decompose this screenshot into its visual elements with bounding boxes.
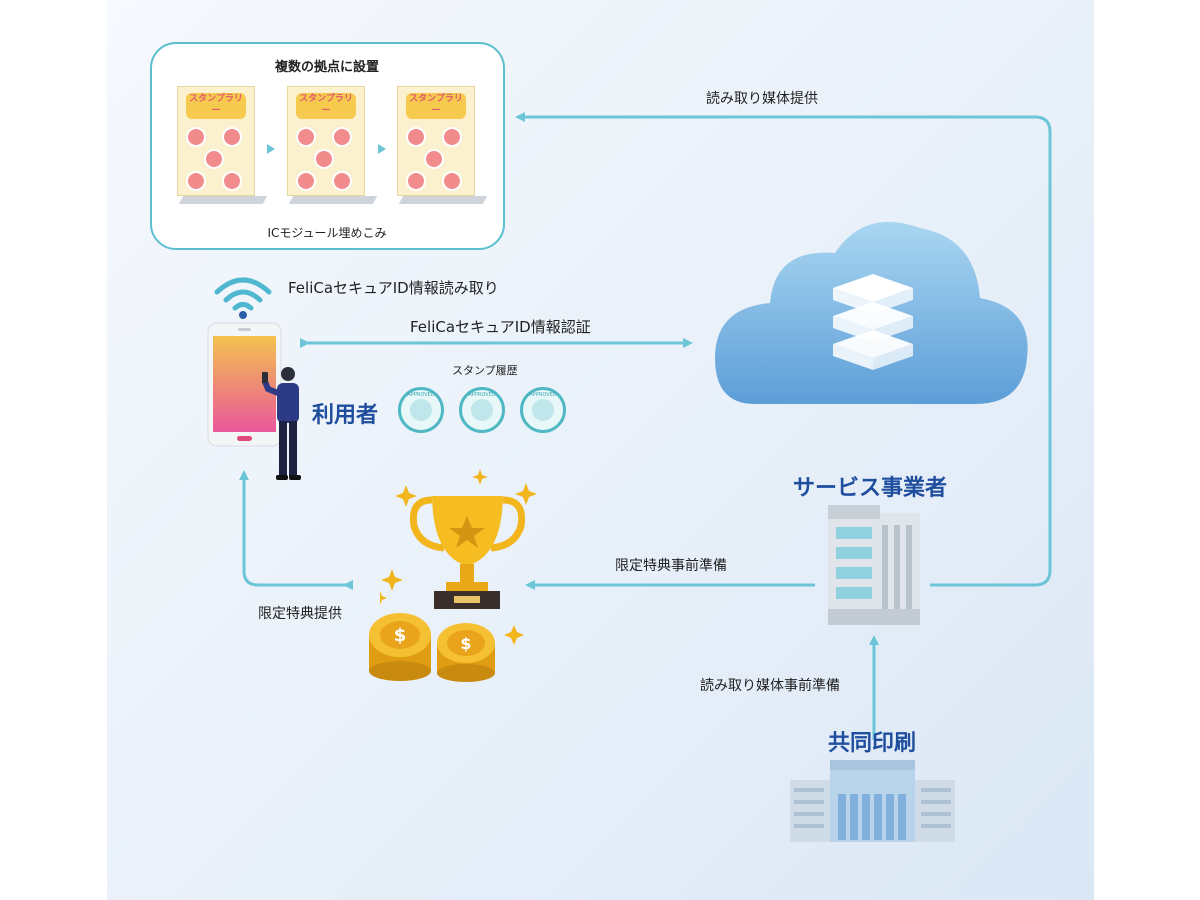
poster-title: スタンプラリー: [186, 93, 246, 119]
label-limited-provide: 限定特典提供: [258, 606, 342, 622]
poster-title: スタンプラリー: [296, 93, 356, 119]
coins-icon: $ $: [369, 613, 495, 682]
label-felica-read: FeliCaセキュアID情報読み取り: [288, 279, 499, 297]
trophy-icon: [410, 496, 525, 609]
service-building-icon: [828, 505, 920, 625]
stamp-approved-icon: APPROVED: [398, 387, 444, 433]
label-service-provider: サービス事業者: [793, 476, 948, 501]
stand-box-caption: ICモジュール埋めこみ: [267, 226, 387, 240]
svg-text:$: $: [460, 634, 471, 653]
label-user: 利用者: [312, 403, 379, 428]
arrow-limited-provide: [239, 470, 353, 590]
cloud-server-icon: [715, 221, 1028, 404]
wifi-icon: [214, 277, 272, 319]
sparkle-icons: [380, 469, 537, 645]
stamp-approved-icon: APPROVED: [520, 387, 566, 433]
user-person-icon: [262, 367, 301, 480]
label-kyodo: 共同印刷: [828, 731, 917, 756]
arrow-read-media-provide: [515, 112, 1052, 587]
label-read-media-provide: 読み取り媒体提供: [706, 91, 818, 107]
stamp-approved-icon: APPROVED: [459, 387, 505, 433]
label-felica-auth: FeliCaセキュアID情報認証: [410, 318, 591, 336]
stand-box-title: 複数の拠点に設置: [274, 60, 379, 75]
flow-arrow-icon: [267, 144, 275, 154]
kyodo-building-icon: [790, 760, 955, 842]
stand-box: 複数の拠点に設置 スタンプラリー スタンプラリー スタンプラリー ICモジュール…: [150, 42, 505, 250]
svg-text:$: $: [394, 625, 407, 646]
poster-title: スタンプラリー: [406, 93, 466, 119]
label-limited-prep: 限定特典事前準備: [615, 558, 727, 574]
label-read-media-prep: 読み取り媒体事前準備: [700, 678, 840, 694]
label-stamp-history: スタンプ履歴: [452, 364, 518, 377]
flow-arrow-icon: [378, 144, 386, 154]
